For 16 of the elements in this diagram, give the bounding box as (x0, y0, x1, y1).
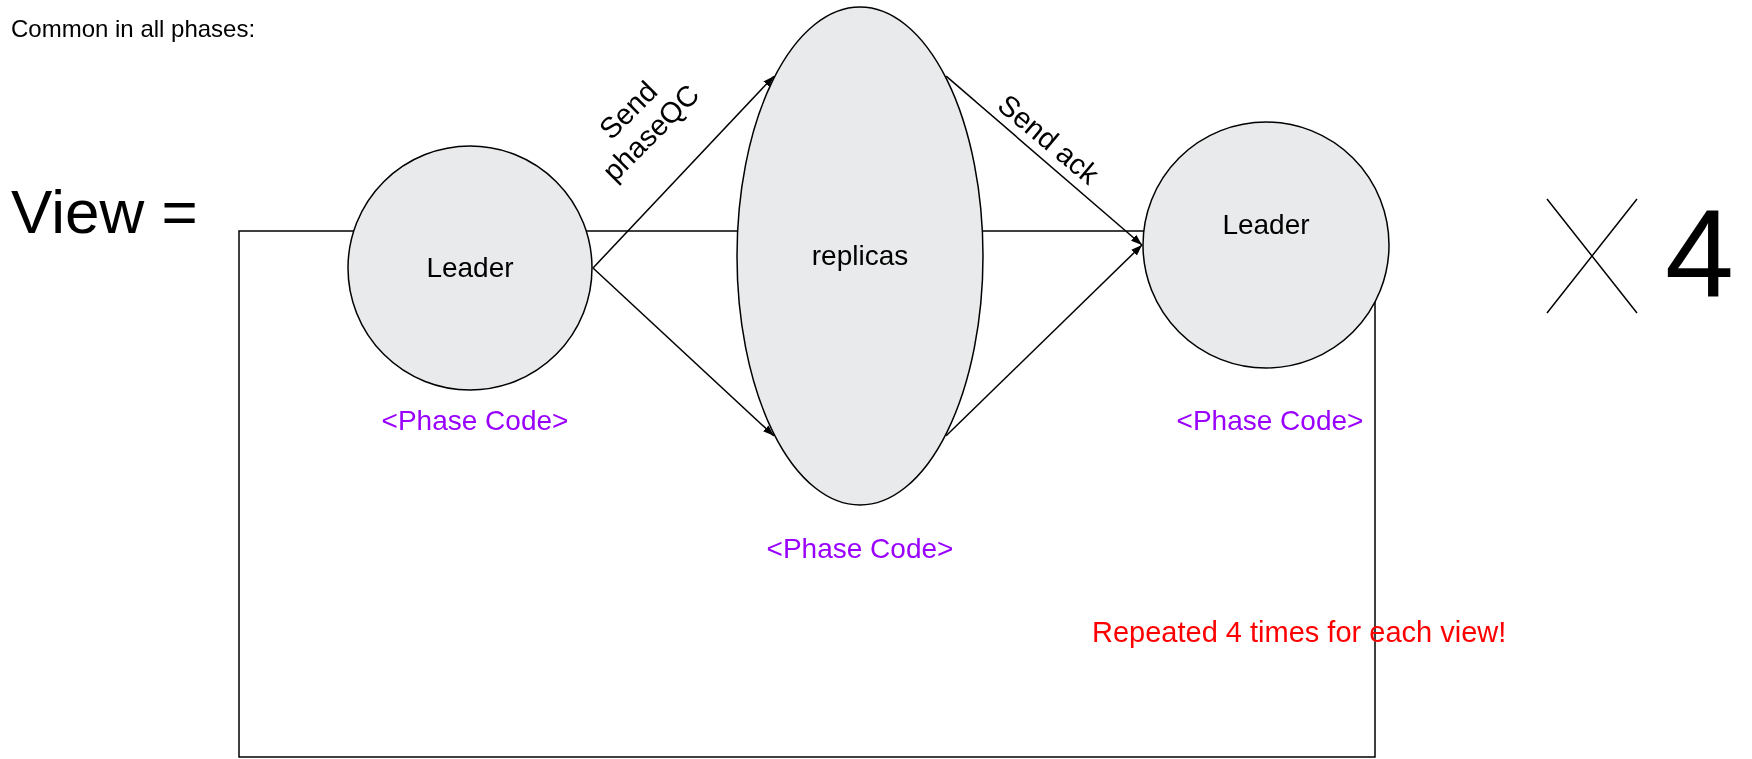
multiplier-number: 4 (1665, 185, 1734, 322)
circle-node (1142, 121, 1390, 369)
arrow (592, 75, 775, 269)
node-label: replicas (811, 240, 909, 272)
arrow (592, 267, 775, 437)
ellipse-node (736, 6, 984, 506)
node-label: Leader (1222, 209, 1310, 241)
view-label: View = (11, 178, 198, 247)
node-label: Leader (426, 252, 514, 284)
phase-code-label: <Phase Code> (1176, 405, 1364, 437)
arrow (945, 75, 1143, 246)
circle-node (347, 145, 593, 391)
heading-text: Common in all phases: (11, 16, 256, 43)
phase-code-label: <Phase Code> (766, 533, 954, 565)
phase-code-label: <Phase Code> (381, 405, 569, 437)
arrow (945, 244, 1143, 437)
